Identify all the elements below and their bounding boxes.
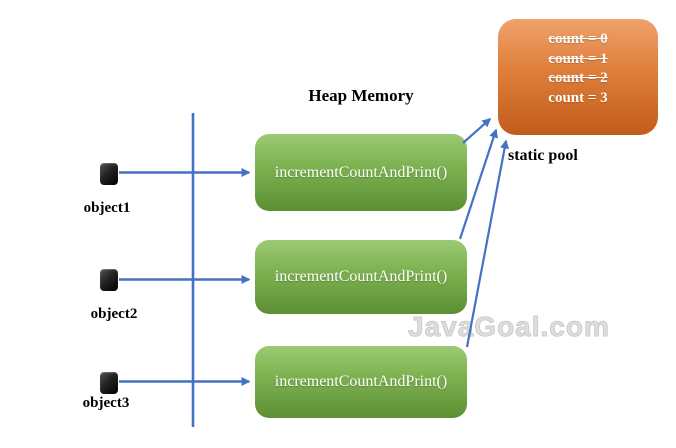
method3-label: incrementCountAndPrint() [274, 373, 448, 390]
object1-icon [100, 163, 118, 185]
static-pool-label: static pool [508, 147, 578, 164]
object1-label: object1 [83, 200, 131, 216]
heap-memory-title: Heap Memory [308, 86, 414, 105]
count-entry-2: count = 2 [548, 70, 608, 86]
watermark-text: JavaGoal.com [408, 311, 610, 343]
heap-method-box-3: incrementCountAndPrint() [255, 346, 467, 418]
heap-method-box-1: incrementCountAndPrint() [255, 134, 467, 211]
method3-to-pool-arrow [465, 139, 510, 348]
count-entry-0: count = 0 [548, 31, 608, 47]
static-pool-box: count = 0 count = 1 count = 2 count = 3 [498, 19, 658, 135]
object3-label: object3 [82, 395, 130, 411]
method1-to-pool-arrow [462, 118, 492, 144]
heap-method-box-2: incrementCountAndPrint() [255, 240, 467, 314]
method2-label: incrementCountAndPrint() [274, 268, 448, 285]
method1-label: incrementCountAndPrint() [274, 163, 448, 181]
object2-icon [100, 269, 118, 291]
object3-icon [100, 372, 118, 394]
count-entry-1: count = 1 [548, 50, 608, 67]
object2-label: object2 [90, 306, 138, 322]
method2-to-pool-arrow [458, 128, 498, 240]
count-entry-3: count = 3 [548, 89, 608, 106]
